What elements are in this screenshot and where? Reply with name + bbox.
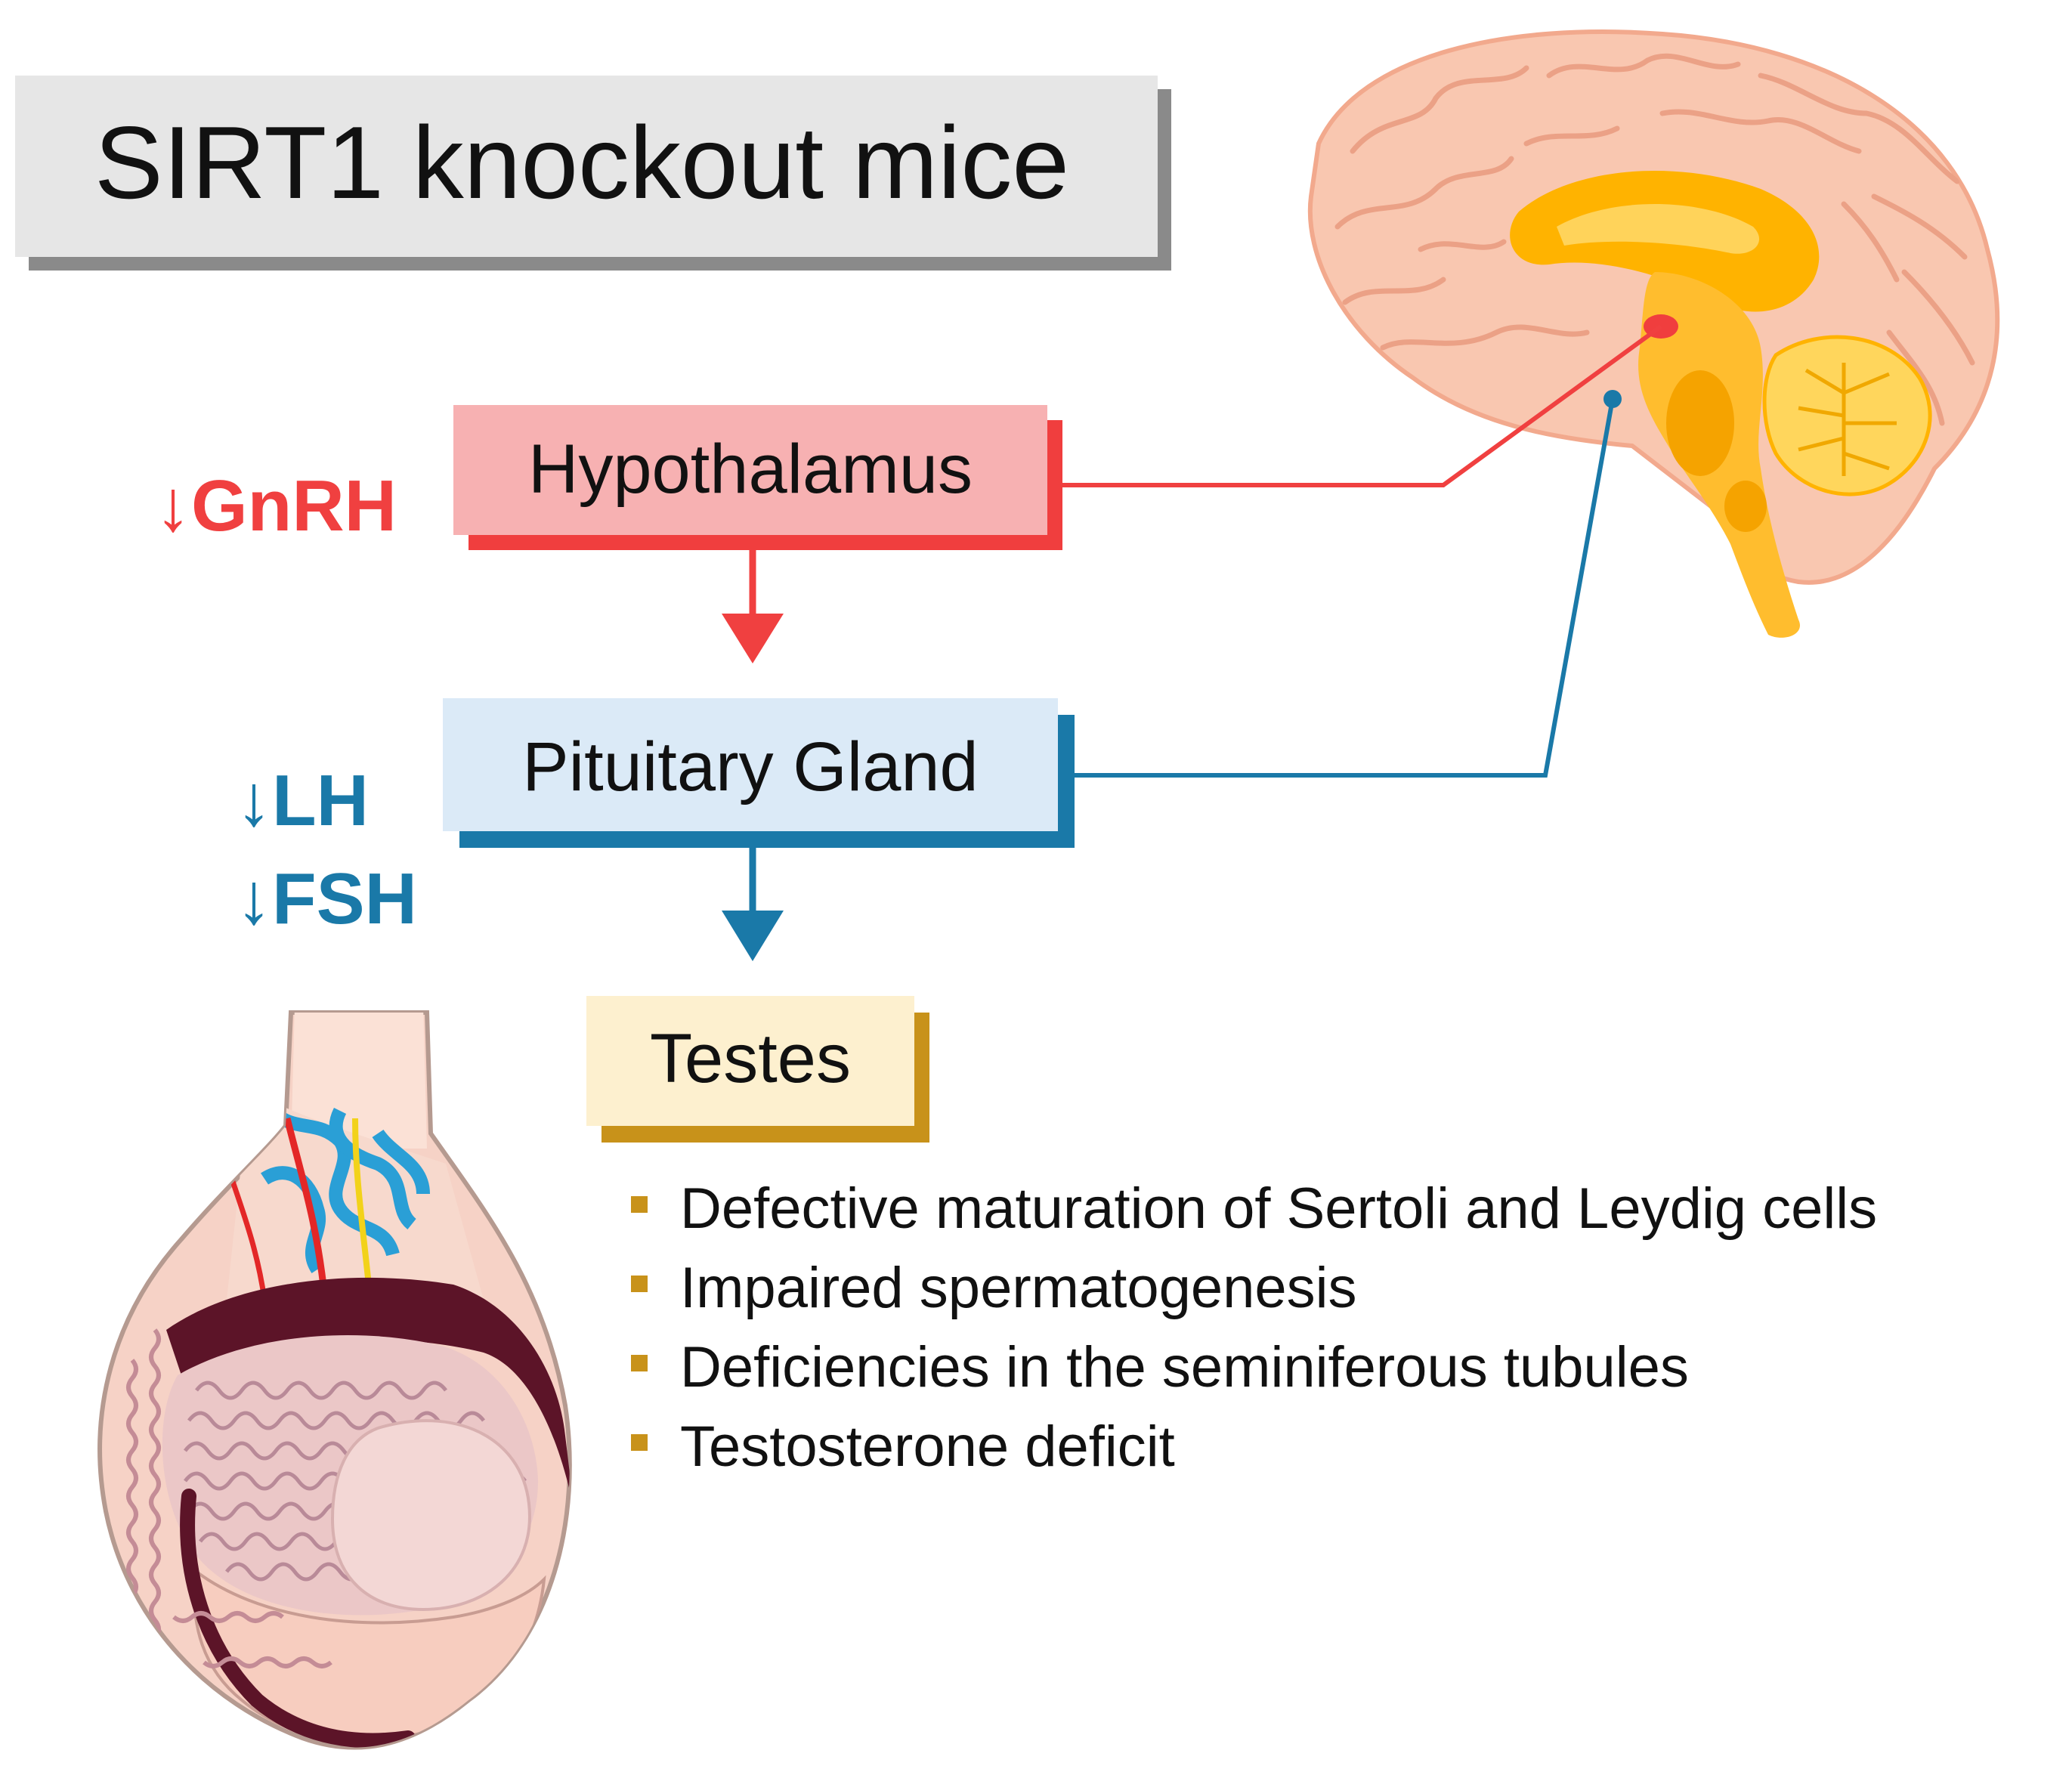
effect-item: Defective maturation of Sertoli and Leyd…	[680, 1177, 1877, 1241]
lh-label: ↓LH	[236, 760, 369, 841]
hypothalamus-connector	[1062, 324, 1662, 487]
arrow-hypothalamus-to-pituitary	[722, 550, 784, 663]
effect-bullet	[631, 1196, 648, 1213]
pituitary-label: Pituitary Gland	[522, 728, 978, 806]
title-box: SIRT1 knockout mice	[15, 76, 1171, 271]
effects-list: Defective maturation of Sertoli and Leyd…	[631, 1177, 1877, 1479]
arrow-pituitary-to-testes	[722, 848, 784, 961]
effect-item: Testosterone deficit	[680, 1415, 1175, 1479]
fsh-label: ↓FSH	[236, 858, 417, 939]
gnrh-label: ↓GnRH	[155, 465, 397, 546]
testes-label: Testes	[650, 1020, 851, 1097]
pituitary-connector	[1072, 398, 1615, 778]
pituitary-box: Pituitary Gland	[443, 698, 1075, 848]
effect-item: Impaired spermatogenesis	[680, 1256, 1357, 1320]
effect-bullet	[631, 1434, 648, 1451]
hypothalamus-label: Hypothalamus	[528, 431, 973, 508]
brain-icon	[1307, 29, 2000, 638]
hypothalamus-box: Hypothalamus	[453, 405, 1062, 550]
testis-icon	[97, 1010, 572, 1750]
effect-item: Deficiencies in the seminiferous tubules	[680, 1335, 1689, 1399]
effect-bullet	[631, 1276, 648, 1292]
testes-box: Testes	[586, 996, 929, 1143]
effect-bullet	[631, 1355, 648, 1371]
title-text: SIRT1 knockout mice	[94, 105, 1069, 220]
